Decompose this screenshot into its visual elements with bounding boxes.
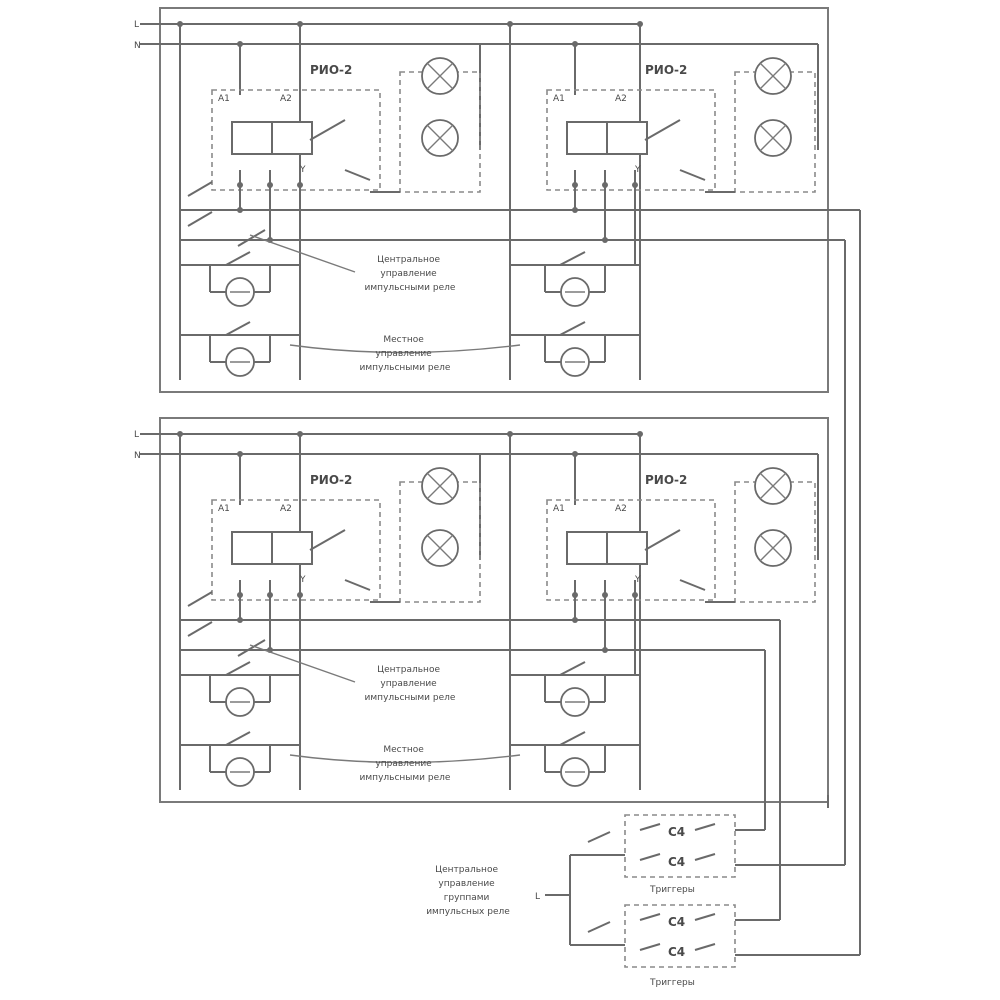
group-control-note: Центральное управление группами импульсн… [426, 865, 510, 917]
relay-1-a2: A2 [280, 94, 292, 104]
group-line-l-label: L [535, 892, 540, 902]
panel-top-note-local: Местное управление импульсными реле [360, 335, 451, 373]
relay-2-a1: A1 [553, 94, 565, 104]
panel-top: L N РИО-2 A1 A2 Y [134, 7, 860, 393]
panel-bottom-note-local: Местное управление импульсными реле [360, 745, 451, 783]
relay-3-a2: A2 [280, 504, 292, 514]
trigger-module-2-c4a: C4 [668, 915, 685, 929]
relay-unit-2: РИО-2 A1 A2 Y [507, 21, 819, 380]
trigger-module-1-label: Триггеры [649, 885, 695, 895]
relay-3-a1: A1 [218, 504, 230, 514]
panel-bottom-frame [159, 417, 829, 803]
trigger-module-2 [624, 904, 736, 968]
panel-top-line-n-label: N [134, 41, 141, 51]
panel-top-note-central: Центральное управление импульсными реле [365, 255, 456, 293]
relay-4-label: РИО-2 [645, 473, 687, 487]
relay-4-housing [546, 499, 716, 601]
trigger-module-1 [624, 814, 736, 878]
relay-2-label: РИО-2 [645, 63, 687, 77]
relay-unit-4: РИО-2 A1 A2 Y [507, 431, 819, 790]
trigger-module-1-c4a: C4 [668, 825, 685, 839]
panel-bottom: L N РИО-2 A1 A2 Y [134, 417, 829, 803]
relay-1-a1: A1 [218, 94, 230, 104]
panel-bottom-line-l-label: L [134, 430, 139, 440]
trigger-module-2-label: Триггеры [649, 978, 695, 988]
relay-4-a1: A1 [553, 504, 565, 514]
relay-4-y: Y [634, 575, 641, 585]
panel-top-frame [159, 7, 829, 393]
relay-1-label: РИО-2 [310, 63, 352, 77]
relay-unit-3: РИО-2 A1 A2 Y [177, 431, 481, 790]
trigger-module-2-c4b: C4 [668, 945, 685, 959]
relay-unit-1: РИО-2 A1 A2 Y [177, 21, 481, 380]
relay-2-housing [546, 89, 716, 191]
relay-4-a2: A2 [615, 504, 627, 514]
panel-bottom-line-n-label: N [134, 451, 141, 461]
relay-1-y: Y [299, 165, 306, 175]
relay-3-label: РИО-2 [310, 473, 352, 487]
relay-3-housing [211, 499, 381, 601]
relay-1-housing [211, 89, 381, 191]
group-control: C4 C4 Триггеры C4 C4 Триггеры L Централь… [426, 210, 861, 988]
relay-2-a2: A2 [615, 94, 627, 104]
relay-3-y: Y [299, 575, 306, 585]
panel-bottom-note-central: Центральное управление импульсными реле [365, 665, 456, 703]
relay-2-y: Y [634, 165, 641, 175]
panel-top-line-l-label: L [134, 20, 139, 30]
trigger-module-1-c4b: C4 [668, 855, 685, 869]
